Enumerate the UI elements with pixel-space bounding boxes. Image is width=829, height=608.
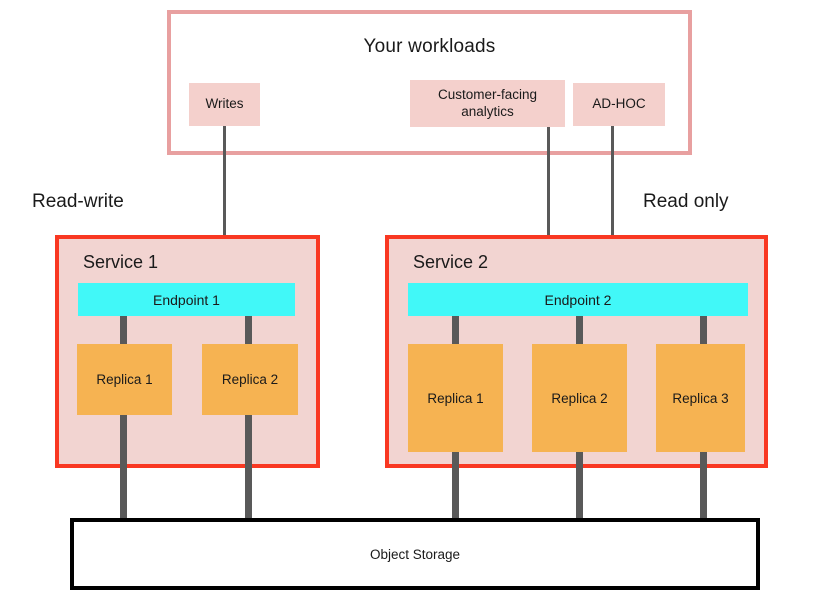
endpoint-2[interactable]: Endpoint 2	[408, 283, 748, 316]
workloads-title: Your workloads	[363, 36, 496, 57]
service-2-replica-1[interactable]: Replica 1	[408, 344, 503, 452]
connector-s1-replica2-storage	[245, 415, 252, 520]
workload-chip-customer-facing-analytics[interactable]: Customer-facing analytics	[410, 80, 565, 127]
service-1-replica-2[interactable]: Replica 2	[202, 344, 298, 415]
workload-chip-ad-hoc[interactable]: AD-HOC	[573, 83, 665, 126]
connector-s2-replica1-storage	[452, 452, 459, 520]
label-read-write: Read-write	[32, 191, 124, 212]
object-storage-label: Object Storage	[369, 546, 461, 562]
connector-endpoint2-replica3	[700, 316, 707, 346]
connector-s1-replica1-storage	[120, 415, 127, 520]
label-read-only: Read only	[643, 191, 729, 212]
service-2-replica-2[interactable]: Replica 2	[532, 344, 627, 452]
arrow-writes-to-endpoint1-line	[223, 126, 226, 264]
arrow-adhoc-to-endpoint2-line	[611, 126, 614, 264]
connector-endpoint1-replica2	[245, 316, 252, 346]
workload-chip-writes[interactable]: Writes	[189, 83, 260, 126]
object-storage-box[interactable]: Object Storage	[70, 518, 760, 590]
connector-endpoint2-replica2	[576, 316, 583, 346]
connector-s2-replica3-storage	[700, 452, 707, 520]
connector-endpoint1-replica1	[120, 316, 127, 346]
connector-s2-replica2-storage	[576, 452, 583, 520]
endpoint-1[interactable]: Endpoint 1	[78, 283, 295, 316]
arrow-analytics-to-endpoint2-line	[547, 127, 550, 264]
service-2-title: Service 2	[413, 252, 489, 272]
workloads-container: Your workloads	[167, 10, 692, 155]
connector-endpoint2-replica1	[452, 316, 459, 346]
service-1-title: Service 1	[83, 252, 159, 272]
service-2-replica-3[interactable]: Replica 3	[656, 344, 745, 452]
service-1-replica-1[interactable]: Replica 1	[77, 344, 172, 415]
